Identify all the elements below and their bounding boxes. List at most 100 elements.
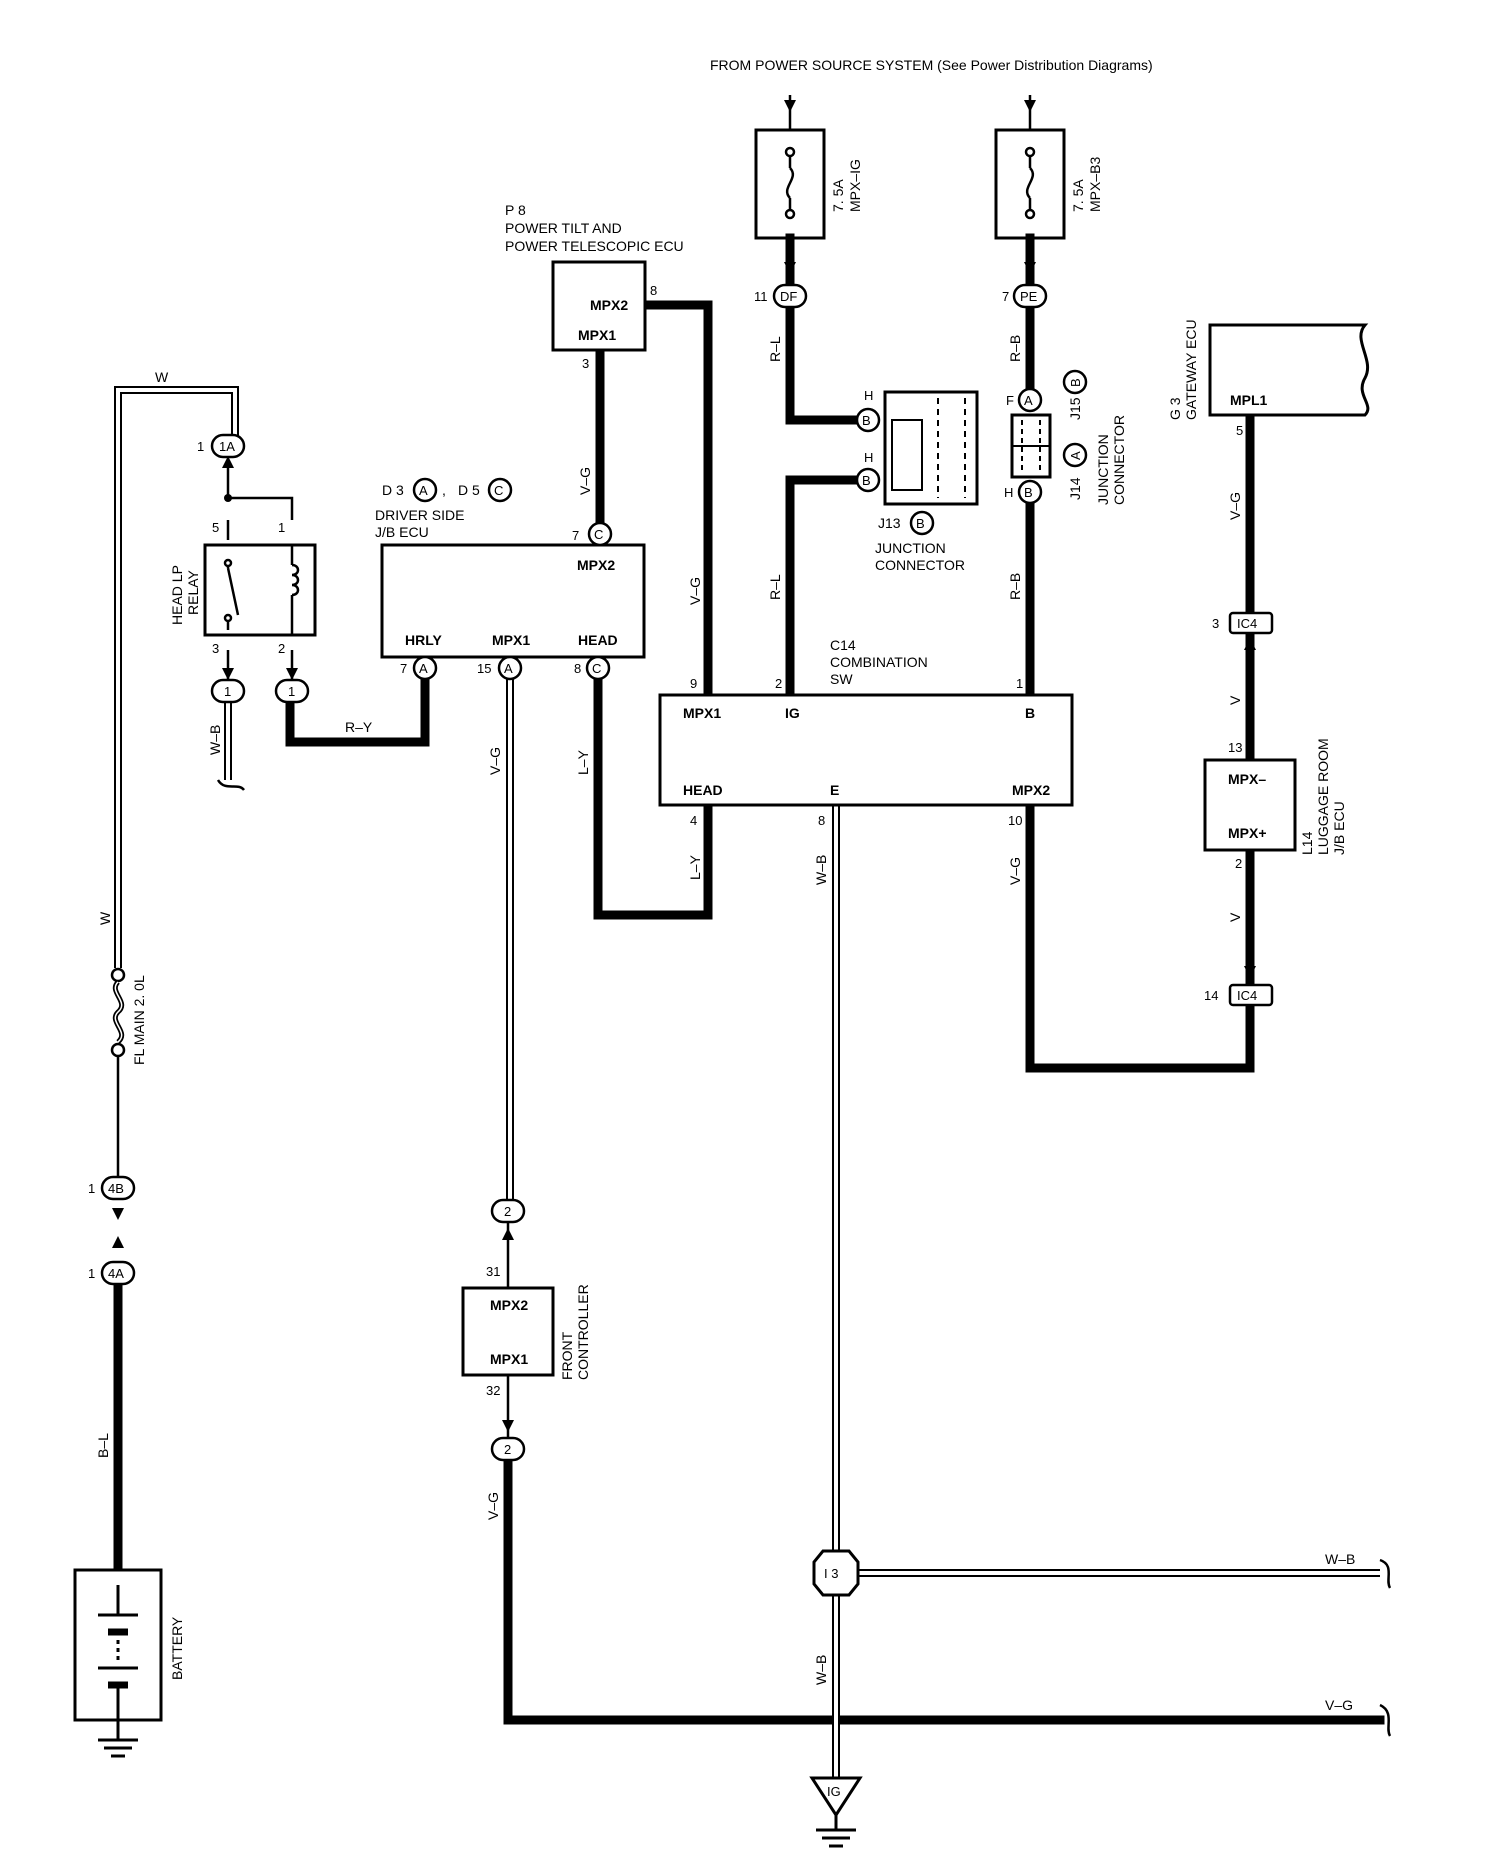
g3-pin5: 5 (1236, 423, 1243, 438)
wire-label-ly-c14: L–Y (687, 854, 703, 880)
junction-j13: B B H H J13 B JUNCTION CONNECTOR (855, 388, 979, 573)
head-lp-relay: HEAD LP RELAY 5 1 3 2 (169, 520, 317, 656)
j13-letter: B (916, 516, 925, 531)
connector-4a (100, 1260, 136, 1286)
d3-conn-c-top: C (594, 527, 603, 542)
c14-pin9: 9 (690, 676, 697, 691)
d3-conn-c2: C (592, 661, 601, 676)
j14-code1: J14 (1067, 477, 1083, 500)
wire-label-wb-right: W–B (1325, 1551, 1355, 1567)
relay-name2: RELAY (185, 569, 201, 615)
wire-end-wb (1379, 1558, 1392, 1589)
ic4-upper-pin3: 3 (1212, 616, 1219, 631)
junction-i3: I 3 (812, 1549, 860, 1597)
svg-text:,: , (442, 482, 446, 498)
fuse-mpx-ig-name: MPX–IG (847, 159, 863, 212)
wire-label-w-top: W (155, 369, 169, 385)
connector-1a-label: 1A (219, 439, 235, 454)
d3-pin-head: HEAD (578, 632, 618, 648)
c14-pin-mpx1: MPX1 (683, 705, 721, 721)
d3-conn-a2: A (504, 661, 513, 676)
gateway-ecu-g3: MPL1 G 3 GATEWAY ECU 5 (1167, 319, 1370, 438)
connector-1a (210, 433, 246, 459)
wire-label-vg-front: V–G (485, 1492, 501, 1520)
wire-label-ry: R–Y (345, 719, 373, 735)
j14-b: B (1024, 485, 1033, 500)
d3-pin15: 15 (477, 661, 491, 676)
wires-thick (113, 233, 1385, 1725)
p8-pin8: 8 (650, 283, 657, 298)
g3-code: G 3 (1167, 397, 1183, 420)
front-pin31: 31 (486, 1264, 500, 1279)
connector-4a-pin: 1 (88, 1266, 95, 1281)
front-controller: 31 MPX2 MPX1 32 FRONT CONTROLLER (461, 1264, 591, 1398)
battery-name: BATTERY (169, 1616, 185, 1680)
combination-switch-c14: C14 COMBINATION SW MPX1 IG B HEAD E MPX2… (658, 637, 1074, 828)
power-source-header: FROM POWER SOURCE SYSTEM (See Power Dist… (710, 57, 1153, 73)
j13-b-lower: B (862, 473, 871, 488)
front-name1: FRONT (559, 1331, 575, 1380)
c14-pin8: 8 (818, 813, 825, 828)
d3-name2: J/B ECU (375, 524, 429, 540)
j13-h-upper: H (864, 388, 873, 403)
g3-name: GATEWAY ECU (1183, 319, 1199, 420)
ecu-p8: P 8 POWER TILT AND POWER TELESCOPIC ECU … (505, 202, 684, 371)
wire-label-vg-d3: V–G (487, 747, 503, 775)
c14-name1: COMBINATION (830, 654, 928, 670)
connector-1-right (274, 678, 310, 704)
relay-name1: HEAD LP (169, 565, 185, 625)
connector-ic4-lower-label: IC4 (1237, 988, 1257, 1003)
j14-h: H (1004, 485, 1013, 500)
connector-pe-pin: 7 (1002, 289, 1009, 304)
g3-pin: MPL1 (1230, 392, 1268, 408)
wire-label-rb-top: R–B (1007, 335, 1023, 362)
connector-ic4-upper (1228, 611, 1274, 635)
connector-4b-pin: 1 (88, 1181, 95, 1196)
fuse-mpx-ig: 7. 5A MPX–IG (754, 95, 863, 240)
p8-pin-lower: MPX1 (578, 327, 616, 343)
wire-label-w-left: W (97, 911, 113, 925)
ic4-lower-pin14: 14 (1204, 988, 1218, 1003)
c14-pin-ig: IG (785, 705, 800, 721)
ecu-d3: D 3 A , D 5 C DRIVER SIDE J/B ECU MPX2 H… (375, 477, 646, 681)
wire-labels: W W W–B R–Y V–G V–G V–G L–Y L–Y R–L R–L … (95, 335, 1355, 1713)
wire-end-relay-wb (216, 779, 245, 791)
fuse-mpx-b3-name: MPX–B3 (1087, 157, 1103, 212)
p8-pin3: 3 (582, 356, 589, 371)
wire-label-bl: B–L (95, 1433, 111, 1458)
connector-1a-pin: 1 (197, 439, 204, 454)
wire-label-wb-c14: W–B (813, 855, 829, 885)
d3-code2: D 5 (458, 482, 480, 498)
j13-code: J13 (878, 515, 901, 531)
p8-name2: POWER TELESCOPIC ECU (505, 238, 684, 254)
j14-name2: CONNECTOR (1111, 415, 1127, 505)
j13-name2: CONNECTOR (875, 557, 965, 573)
d3-pin7-top: 7 (572, 528, 579, 543)
front-pin32: 32 (486, 1383, 500, 1398)
d3-pin7-bottom: 7 (400, 661, 407, 676)
connector-pe-label: PE (1020, 289, 1038, 304)
ground-ig-label: IG (827, 1784, 841, 1799)
i3-label: I 3 (824, 1566, 838, 1581)
connector-df (772, 283, 808, 309)
connector-1-left (210, 678, 246, 704)
connector-df-label: DF (780, 289, 797, 304)
junction-j14: A F B H J14 A J15 B JUNCTION CONNECTOR (1004, 369, 1127, 505)
d3-letter2: C (494, 483, 503, 498)
connector-2-upper-label: 2 (504, 1204, 511, 1219)
luggage-room-ecu-l14: MPX– MPX+ 13 2 L14 LUGGAGE ROOM J/B ECU (1203, 738, 1347, 871)
l14-name2: J/B ECU (1331, 801, 1347, 855)
l14-code: L14 (1299, 831, 1315, 855)
fl-main-name: FL MAIN 2. 0L (131, 975, 147, 1065)
p8-name1: POWER TILT AND (505, 220, 622, 236)
l14-name1: LUGGAGE ROOM (1315, 738, 1331, 855)
connector-2-upper (490, 1198, 526, 1224)
connector-2-lower (490, 1436, 526, 1462)
j13-name1: JUNCTION (875, 540, 946, 556)
connector-2-lower-label: 2 (504, 1442, 511, 1457)
c14-name2: SW (830, 671, 853, 687)
d3-pin8: 8 (574, 661, 581, 676)
d3-pin-mpx1: MPX1 (492, 632, 530, 648)
relay-pin5: 5 (212, 520, 219, 535)
